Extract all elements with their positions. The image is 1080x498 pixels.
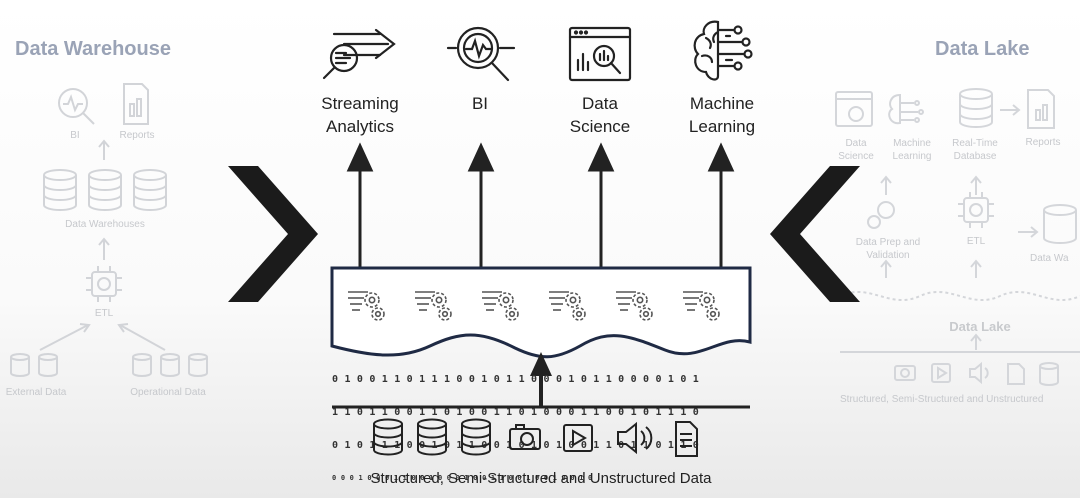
right-sources-caption: Structured, Semi-Structured and Unstruct… [840, 394, 1044, 405]
operational-data-label: Operational Data [130, 387, 206, 398]
lake-etl-chip-icon [958, 192, 994, 228]
operational-database-icon [188, 353, 208, 377]
data-warehouse-title: Data Warehouse [15, 38, 171, 60]
lake-database-icon [1039, 362, 1059, 386]
machine-learning-line1: Machine [689, 94, 755, 113]
streaming-analytics-label: Streaming Analytics [300, 92, 420, 138]
data-prep-label: Data Prep and Validation [855, 237, 921, 261]
chevron-left-icon [770, 166, 860, 302]
streaming-analytics-line2: Analytics [325, 117, 395, 136]
data-science-icon [568, 26, 632, 82]
speaker-icon [617, 421, 653, 455]
document-icon [675, 421, 698, 457]
gear-icon [683, 291, 720, 321]
lake-data-science-icon [835, 91, 873, 127]
warehouse-database-icon [133, 169, 167, 211]
gear-icon [348, 291, 385, 321]
gear-icon [415, 291, 452, 321]
binary-data-stream: 0 1 0 0 1 1 0 1 1 1 0 0 1 0 1 1 0 0 0 1 … [332, 352, 750, 495]
bi-line1: BI [471, 94, 489, 113]
data-lake-diagram [835, 88, 1080, 386]
data-lake-title: Data Lake [935, 38, 1030, 60]
operational-database-icon [132, 353, 152, 377]
data-sources-icons [373, 418, 698, 457]
left-etl-label: ETL [94, 308, 114, 319]
streaming-analytics-line1: Streaming [321, 94, 399, 113]
lake-play-icon [931, 363, 951, 383]
external-database-icon [10, 353, 30, 377]
lakehouse-box [330, 266, 752, 359]
lake-reports-icon [1027, 89, 1055, 129]
database-icon [373, 418, 403, 456]
lake-speaker-icon [969, 361, 989, 385]
gear-icon [482, 291, 519, 321]
database-icon [417, 418, 447, 456]
chevron-right-icon [228, 166, 318, 302]
data-warehouse-diagram [10, 83, 208, 377]
lake-real-time-database-icon [959, 88, 993, 128]
bi-label: BI [440, 92, 520, 115]
gear-icon [616, 291, 653, 321]
binary-row: 0 0 0 1 0 0 0 1 1 0 0 1 0 0 0 1 0 0 1 1 … [332, 474, 593, 482]
real-time-database-label: Real-Time Database [952, 138, 998, 162]
left-reports-label: Reports [119, 130, 155, 141]
gear-icon [549, 291, 586, 321]
sources-caption: Structured, Semi-Structured and Unstruct… [370, 470, 712, 487]
data-warehouses-label: Data Warehouses [65, 219, 145, 230]
play-icon [563, 424, 593, 452]
warehouse-database-icon [43, 169, 77, 211]
bi-magnifier-icon [58, 88, 95, 125]
right-data-science-label: Data Science [838, 138, 874, 162]
operational-database-icon [160, 353, 180, 377]
external-data-label: External Data [5, 387, 67, 398]
left-bi-label: BI [70, 130, 80, 141]
right-reports-label: Reports [1025, 137, 1061, 148]
data-science-line2: Science [569, 117, 631, 136]
data-science-line1: Data [582, 94, 618, 113]
binary-row: 0 1 0 0 1 1 0 1 1 1 0 0 1 0 1 1 0 0 0 1 … [332, 374, 700, 385]
lake-data-prep-icon [867, 201, 895, 229]
bi-icon [446, 26, 516, 82]
etl-chip-icon [86, 266, 122, 302]
lake-warehouse-database-icon [1043, 204, 1077, 244]
right-etl-label: ETL [966, 236, 986, 247]
data-warehouse-cut-label: Data Wa [1030, 253, 1069, 264]
machine-learning-label: Machine Learning [670, 92, 774, 138]
binary-row: 1 1 0 1 1 0 0 1 1 0 1 0 0 1 1 0 1 0 0 0 … [332, 407, 700, 418]
data-lake-label: Data Lake [949, 319, 1011, 334]
lake-document-icon [1007, 363, 1025, 385]
lake-camera-icon [894, 365, 916, 381]
machine-learning-line2: Learning [688, 117, 756, 136]
right-machine-learning-label: Machine Learning [892, 138, 932, 162]
streaming-analytics-icon [322, 28, 396, 80]
database-icon [461, 418, 491, 456]
lake-machine-learning-icon [888, 93, 924, 125]
reports-icon [123, 83, 149, 125]
data-science-label: Data Science [550, 92, 650, 138]
external-database-icon [38, 353, 58, 377]
camera-icon [509, 424, 541, 450]
warehouse-database-icon [88, 169, 122, 211]
machine-learning-icon [693, 20, 753, 81]
